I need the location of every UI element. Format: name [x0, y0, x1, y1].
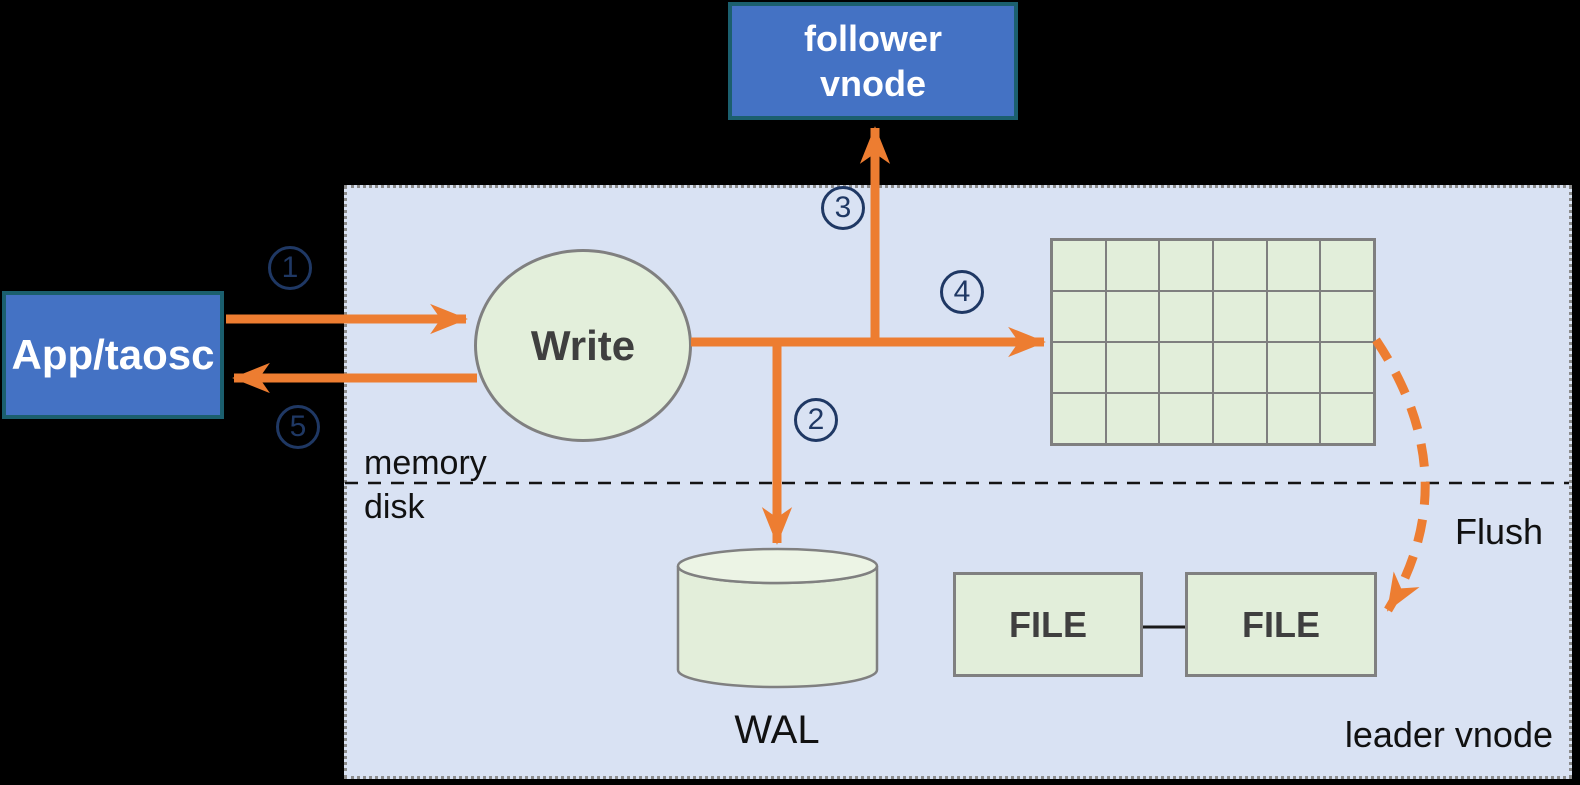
file-box-right: FILE [1185, 572, 1377, 677]
file-right-label: FILE [1242, 603, 1320, 645]
grid-cell [1105, 393, 1160, 444]
disk-label: disk [364, 488, 425, 526]
follower-vnode-label-line1: follower [803, 18, 942, 59]
follower-vnode-box: follower vnode [728, 2, 1018, 120]
grid-cell [1159, 291, 1213, 342]
follower-vnode-label-line2: vnode [819, 63, 926, 104]
grid-cell [1320, 393, 1374, 444]
grid-cell [1052, 291, 1106, 342]
step-1-badge: 1 [268, 246, 312, 290]
grid-cell [1159, 342, 1213, 393]
grid-cell [1052, 240, 1106, 291]
grid-cell [1213, 240, 1267, 291]
grid-cell [1159, 240, 1213, 291]
flush-label: Flush [1455, 511, 1544, 552]
app-taosc-box: App/taosc [2, 291, 224, 419]
step-4-badge: 4 [940, 270, 984, 314]
app-taosc-label: App/taosc [11, 330, 215, 378]
step-5-badge: 5 [276, 405, 320, 449]
wal-label: WAL [734, 708, 820, 752]
grid-cell [1266, 342, 1321, 393]
grid-cell [1159, 393, 1213, 444]
grid-cell [1213, 291, 1267, 342]
grid-cell [1320, 291, 1374, 342]
grid-cell [1266, 291, 1321, 342]
grid-cell [1105, 240, 1160, 291]
grid-cell [1320, 240, 1374, 291]
file-box-left: FILE [953, 572, 1143, 677]
leader-vnode-label: leader vnode [1344, 714, 1553, 755]
write-circle: Write [474, 249, 692, 442]
write-label: Write [530, 321, 636, 369]
grid-cell [1320, 342, 1374, 393]
memory-label: memory [364, 444, 487, 482]
grid-cell [1213, 393, 1267, 444]
grid-cell [1266, 393, 1321, 444]
grid-cell [1105, 342, 1160, 393]
file-left-label: FILE [1009, 603, 1087, 645]
step-3-badge: 3 [821, 186, 865, 230]
grid-cell [1052, 393, 1106, 444]
grid-cell [1213, 342, 1267, 393]
grid-cell [1052, 342, 1106, 393]
step-2-badge: 2 [794, 398, 838, 442]
memtable-grid [1050, 238, 1376, 446]
grid-cell [1266, 240, 1321, 291]
grid-cell [1105, 291, 1160, 342]
